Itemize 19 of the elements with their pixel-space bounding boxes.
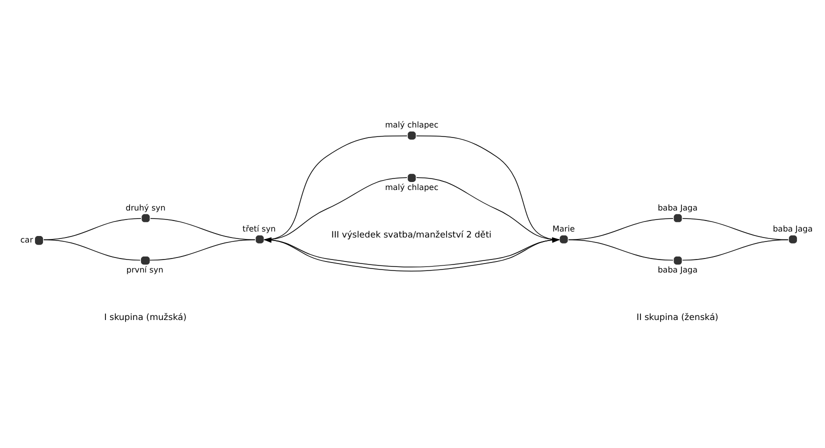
connector — [682, 239, 789, 261]
node-circle — [35, 236, 44, 245]
node-circle — [560, 235, 568, 244]
label: I skupina (mužská) — [104, 313, 187, 324]
node-circle — [408, 174, 416, 182]
node-circle — [142, 214, 150, 222]
node-circle — [788, 235, 797, 244]
node-circle — [674, 256, 682, 265]
node-circle — [408, 132, 416, 140]
label: II skupina (ženská) — [636, 313, 718, 324]
node-circle — [674, 214, 682, 222]
label: III výsledek svatba/manželství 2 děti — [331, 230, 492, 241]
connector — [416, 177, 560, 240]
connector — [416, 136, 560, 240]
node-circle — [256, 235, 264, 244]
connector — [43, 239, 141, 261]
node-circle — [140, 256, 150, 265]
connector — [149, 239, 256, 261]
connector — [568, 239, 674, 261]
